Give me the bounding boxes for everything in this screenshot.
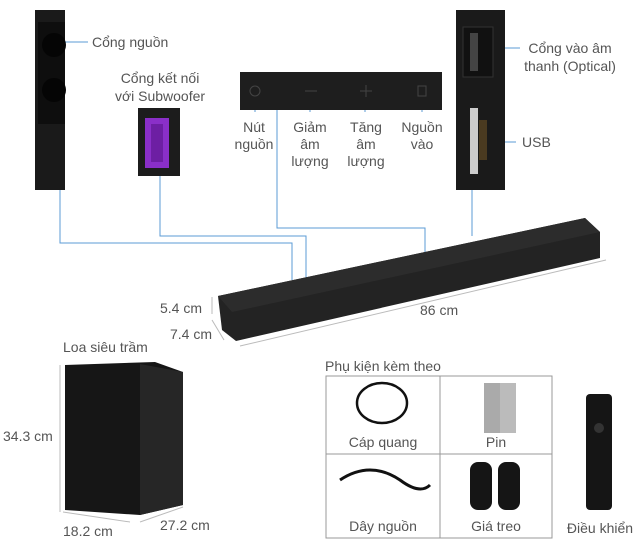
volume-down-label: lượng [291, 153, 329, 169]
power-button-label: Nút [243, 119, 265, 135]
optical-port-icon [470, 33, 478, 71]
power-socket-icon [42, 78, 66, 102]
remote-icon [586, 394, 612, 510]
accessory-wall-mount: Giá treo [471, 518, 521, 534]
battery-icon [484, 383, 500, 433]
volume-up-label: Tăng [350, 119, 382, 135]
source-icon [417, 85, 427, 97]
remote-label: Điều khiển [566, 520, 634, 536]
power-cord-icon [339, 468, 432, 491]
subwoofer-port-label-2: với Subwoofer [114, 88, 206, 104]
power-port-label: Cổng nguồn [92, 34, 169, 50]
power-icon [249, 85, 261, 97]
soundbar-depth: 7.4 cm [170, 326, 213, 342]
accessories-title: Phụ kiện kèm theo [325, 358, 441, 374]
leader-line-subwoofer [159, 175, 307, 278]
usb-port-label: USB [522, 134, 551, 150]
soundbar-width: 86 cm [420, 302, 459, 318]
control-panel [240, 72, 442, 110]
optical-cable-icon [355, 381, 409, 425]
power-button-label: nguồn [234, 136, 274, 152]
wall-mount-icon [470, 462, 492, 510]
subwoofer-port-label-1: Cổng kết nối [120, 70, 200, 86]
accessory-power-cord: Dây nguồn [349, 518, 417, 534]
volume-down-label: Giảm [293, 119, 327, 135]
subwoofer-depth: 27.2 cm [160, 517, 210, 533]
dimension-width [239, 259, 607, 347]
subwoofer-title: Loa siêu trầm [63, 339, 148, 355]
leader-line-controls [276, 110, 426, 252]
usb-port-icon [470, 108, 478, 174]
volume-up-label: lượng [347, 153, 385, 169]
optical-port-label-1: Cổng vào âm [528, 40, 612, 56]
leader-line-power [59, 190, 293, 280]
volume-up-label: âm [356, 136, 376, 152]
source-label: vào [410, 136, 434, 152]
accessory-table [325, 375, 553, 539]
soundbar-height: 5.4 cm [160, 300, 203, 316]
source-label: Nguồn [401, 119, 443, 135]
volume-down-label: âm [300, 136, 320, 152]
optical-port-label-2: thanh (Optical) [524, 58, 616, 74]
subwoofer-width: 18.2 cm [63, 523, 113, 539]
accessory-battery: Pin [485, 434, 507, 450]
subwoofer-height: 34.3 cm [3, 428, 53, 444]
accessory-optical-cable: Cáp quang [348, 434, 418, 450]
